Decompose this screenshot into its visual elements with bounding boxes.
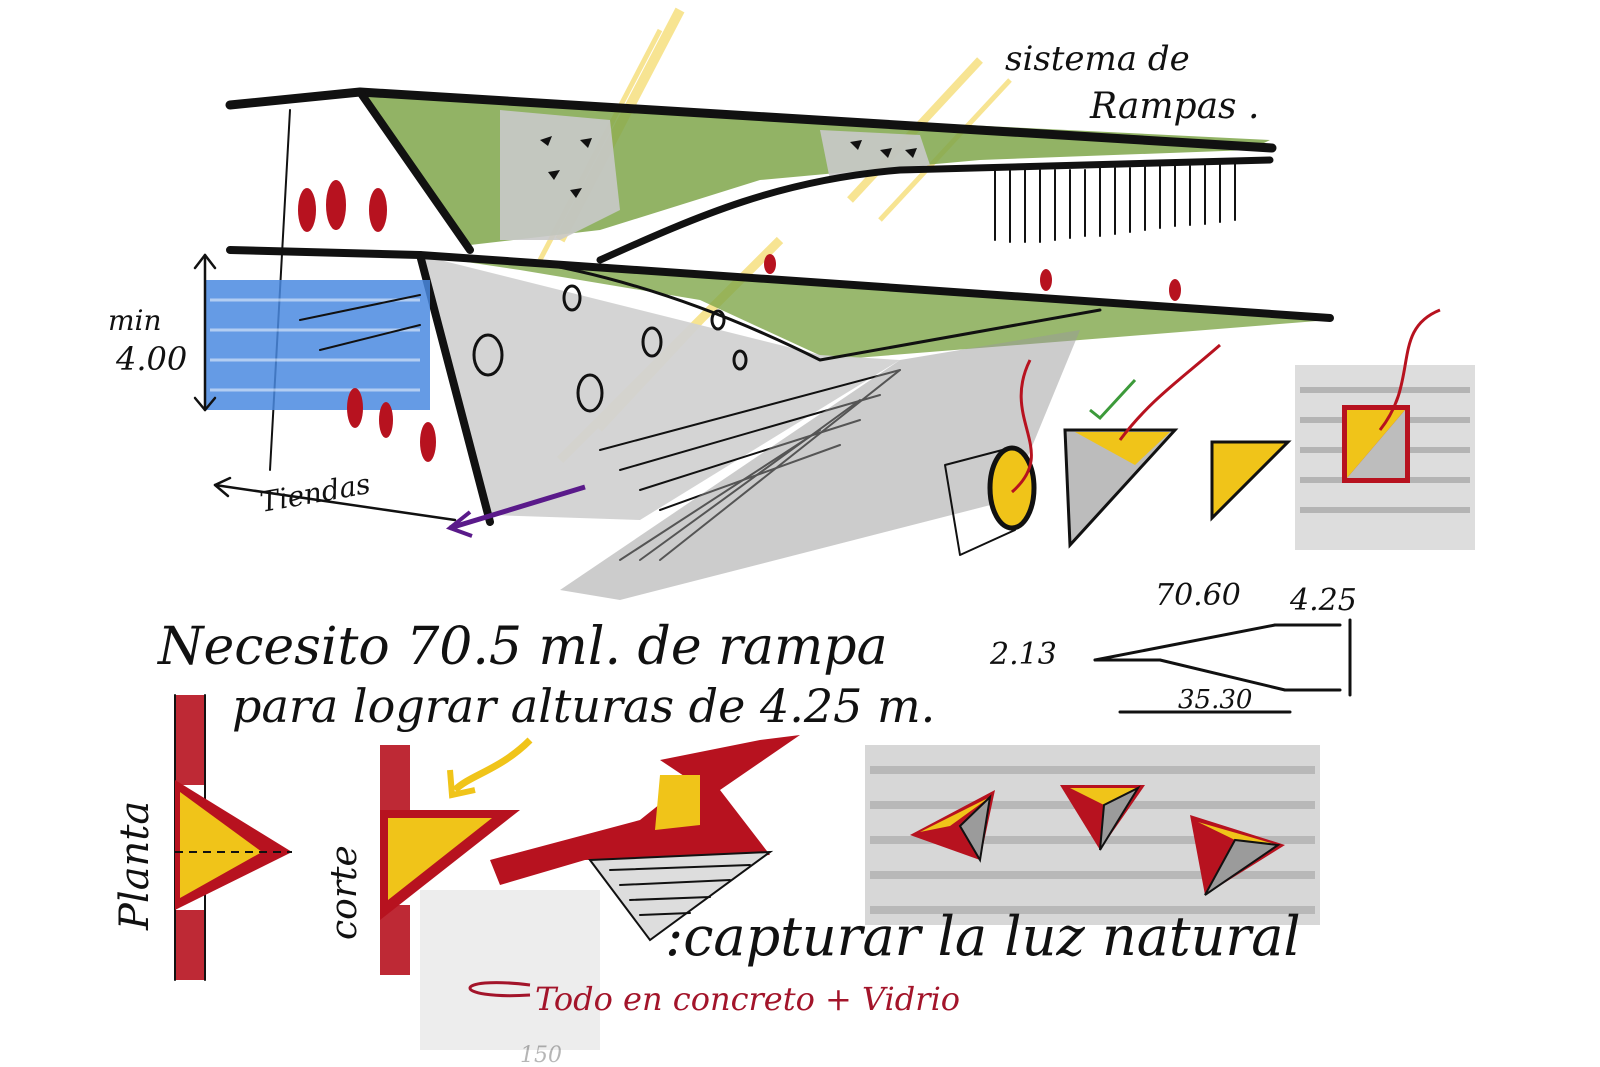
dim-70-60: 70.60 xyxy=(1155,578,1241,613)
skylight-details xyxy=(944,308,1475,556)
materials-note: Todo en concreto + Vidrio xyxy=(535,980,960,1018)
dim-2-13: 2.13 xyxy=(989,637,1057,672)
lower-ramp xyxy=(226,246,1334,600)
planta-label: Planta xyxy=(112,801,158,931)
wall-opening-detail xyxy=(1295,308,1475,550)
corte-label: corte xyxy=(324,845,365,940)
upper-ramp xyxy=(225,87,1277,471)
people-figures xyxy=(298,180,1181,462)
capturar-note: :capturar la luz natural xyxy=(665,905,1301,968)
triangle-detail-2 xyxy=(1210,440,1292,522)
note-line-1: Necesito 70.5 ml. de rampa xyxy=(156,617,888,677)
tiendas-label: Tiendas xyxy=(257,467,372,519)
note-line-2: para lograr alturas de 4.25 m. xyxy=(232,679,935,733)
corte-detail xyxy=(380,737,533,975)
wall-openings-elevation xyxy=(865,745,1320,925)
porthole-detail xyxy=(944,359,1037,556)
triangle-detail-1 xyxy=(1063,343,1221,549)
height-dimension xyxy=(193,253,457,522)
planta-detail xyxy=(174,694,292,981)
materials-arrow xyxy=(468,981,531,998)
height-label: 4.00 xyxy=(115,340,187,378)
dim-35-30: 35.30 xyxy=(1178,685,1252,715)
ramp-profile xyxy=(1093,618,1352,714)
title-line-1: sistema de xyxy=(1005,39,1190,79)
shops-area xyxy=(205,280,430,410)
faint-number: 150 xyxy=(520,1043,562,1067)
sawtooth-section xyxy=(420,735,800,1050)
dim-4-25: 4.25 xyxy=(1289,583,1357,618)
min-label: min xyxy=(108,304,162,337)
title-line-2: Rampas . xyxy=(1089,86,1259,127)
entrance-arrow xyxy=(445,484,586,538)
